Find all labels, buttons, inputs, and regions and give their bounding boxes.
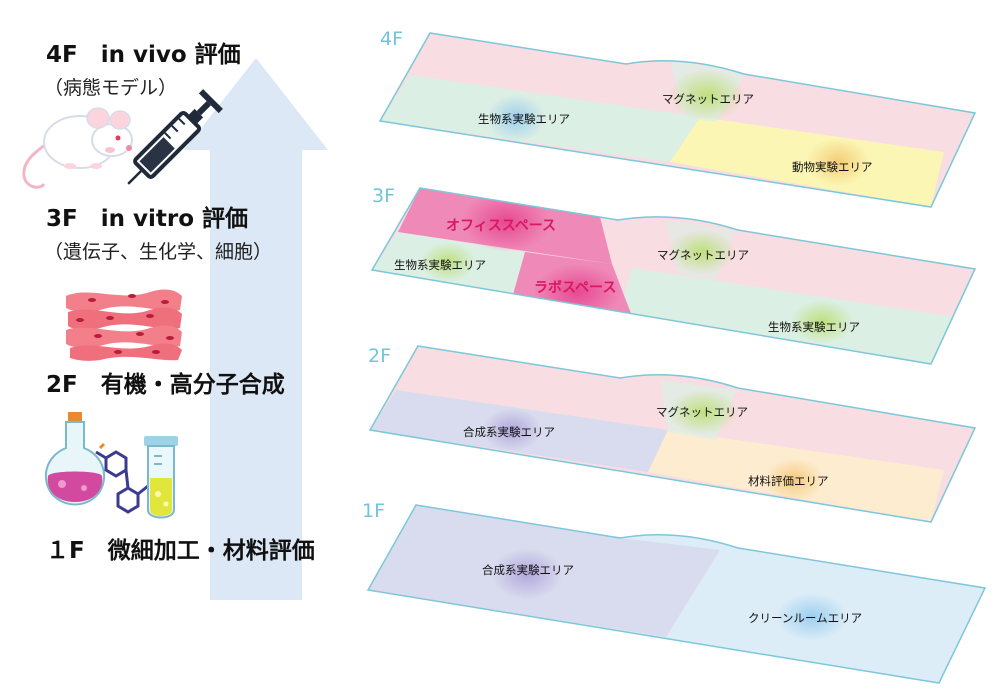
- floor-3f-plate: [370, 187, 977, 365]
- area-3f-bio-right: 生物系実験エリア: [768, 320, 860, 334]
- floor-subtitle-3f: （遺伝子、生化学、細胞）: [44, 241, 272, 263]
- area-2f-magnet: マグネットエリア: [656, 405, 748, 419]
- floor-title-4f: 4F in vivo 評価: [46, 41, 241, 68]
- flask-icon: [44, 412, 106, 506]
- floor-title-3f: 3F in vitro 評価: [46, 205, 248, 232]
- area-3f-lab: ラボスペース: [534, 280, 616, 296]
- area-4f-animal: 動物実験エリア: [792, 160, 873, 174]
- syringe-icon: [127, 89, 223, 185]
- floor-4f-plate: [378, 32, 977, 208]
- mouse-icon: [22, 107, 133, 189]
- floor-2f-plate: [368, 345, 977, 523]
- floor-label-1f: 1F: [362, 500, 385, 522]
- up-arrow: [184, 58, 328, 600]
- area-3f-magnet: マグネットエリア: [657, 248, 749, 262]
- floor-title-1f: １F 微細加工・材料評価: [46, 537, 315, 564]
- area-1f-synth: 合成系実験エリア: [482, 563, 574, 577]
- floor-label-4f: 4F: [380, 28, 403, 50]
- area-4f-bio: 生物系実験エリア: [478, 112, 570, 126]
- area-3f-office: オフィススペース: [446, 218, 556, 234]
- area-3f-bio-left: 生物系実験エリア: [394, 258, 486, 272]
- test-tube-icon: [144, 436, 178, 519]
- muscle-cells-icon: [66, 289, 182, 361]
- floor-1f-plate: [366, 504, 987, 684]
- floor-subtitle-4f: （病態モデル）: [44, 77, 177, 99]
- floor-title-2f: 2F 有機・高分子合成: [46, 371, 285, 398]
- area-4f-magnet: マグネットエリア: [662, 92, 754, 106]
- floor-label-3f: 3F: [372, 185, 395, 207]
- floor-label-2f: 2F: [368, 345, 391, 367]
- area-2f-synth: 合成系実験エリア: [463, 425, 555, 439]
- area-2f-material: 材料評価エリア: [748, 474, 829, 488]
- molecule-icon: [95, 442, 149, 514]
- area-1f-clean: クリーンルームエリア: [748, 611, 862, 625]
